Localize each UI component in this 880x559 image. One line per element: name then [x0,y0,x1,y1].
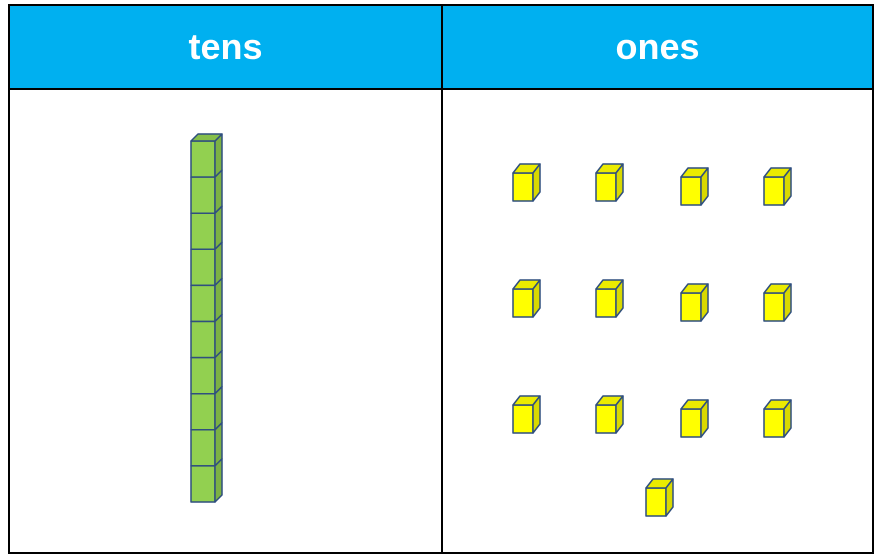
cube-front-face [764,293,784,321]
rod-unit-front-face [191,322,215,358]
cube-front-face [596,405,616,433]
cube-front-face [596,173,616,201]
rod-unit-front-face [191,285,215,321]
ones-cube [764,400,791,437]
tens-rod-unit [191,242,222,285]
cube-front-face [681,293,701,321]
table-body-row [10,90,872,552]
tens-rod-unit [191,206,222,249]
cube-front-face [764,409,784,437]
tens-rod-unit [191,423,222,466]
rod-unit-front-face [191,213,215,249]
tens-header: tens [10,6,441,88]
ones-cube [596,164,623,201]
ones-cube [764,168,791,205]
cube-front-face [646,488,666,516]
ones-cube [681,284,708,321]
tens-rod-unit [191,459,222,502]
ones-cube [596,280,623,317]
rod-unit-front-face [191,358,215,394]
ones-cube [596,396,623,433]
tens-rod-unit [191,134,222,177]
cube-front-face [513,173,533,201]
ones-header: ones [443,6,872,88]
cube-front-face [513,405,533,433]
cube-front-face [513,289,533,317]
ones-cube [681,400,708,437]
tens-rod-unit [191,315,222,358]
ones-cube [764,284,791,321]
place-value-table: tens ones [8,4,874,554]
cube-front-face [596,289,616,317]
tens-rod-unit [191,387,222,430]
rod-unit-front-face [191,141,215,177]
ones-cube [513,396,540,433]
rod-unit-front-face [191,466,215,502]
rod-unit-side-face [215,459,222,502]
ones-cube [646,479,673,516]
rod-unit-front-face [191,249,215,285]
tens-rod [191,134,222,502]
tens-rod-unit [191,351,222,394]
ones-cube [681,168,708,205]
ones-cube [513,164,540,201]
rod-unit-front-face [191,177,215,213]
cube-front-face [764,177,784,205]
cube-front-face [681,177,701,205]
rod-unit-front-face [191,394,215,430]
tens-rod-unit [191,170,222,213]
base-ten-blocks [10,90,872,552]
tens-rod-unit [191,278,222,321]
cube-front-face [681,409,701,437]
rod-unit-front-face [191,430,215,466]
ones-cube [513,280,540,317]
